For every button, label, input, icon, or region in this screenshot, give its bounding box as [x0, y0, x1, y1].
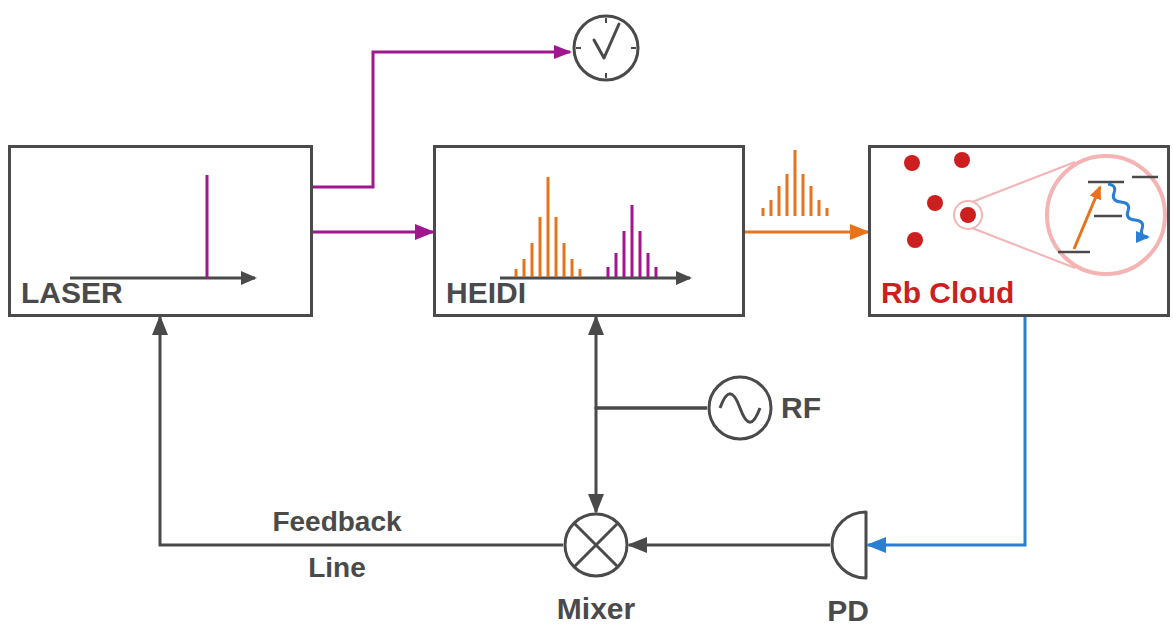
comb-line — [826, 208, 829, 216]
energy-levels — [1058, 177, 1158, 252]
excitation-arrow — [1074, 187, 1100, 249]
atom-cloud — [904, 152, 976, 248]
sideband-comb — [516, 177, 580, 277]
comb-line — [547, 177, 550, 277]
connector — [629, 544, 830, 547]
drawing-part — [565, 514, 627, 576]
comb-line — [639, 231, 642, 277]
rf-source: RF — [707, 375, 837, 441]
connector — [868, 317, 1025, 545]
node-label: LASER — [21, 276, 123, 311]
connector — [596, 408, 707, 512]
comb-line — [818, 200, 821, 216]
drawing-part — [720, 394, 760, 423]
comb-line — [786, 174, 789, 216]
comb-line — [655, 267, 658, 277]
drawing-part — [574, 523, 618, 567]
comb-line — [615, 253, 618, 277]
drawing-part — [1088, 181, 1124, 184]
drawing-part — [1094, 215, 1122, 218]
comb-line — [810, 186, 813, 216]
photodiode: PD — [808, 510, 888, 628]
atom-cloud-box: Rb Cloud — [868, 145, 1170, 317]
sideband-comb — [763, 150, 827, 216]
comb-line — [555, 217, 558, 277]
comb-line — [794, 150, 797, 216]
emission-wave — [1108, 184, 1148, 237]
edge-label: Feedback Line — [262, 499, 412, 591]
comb-line — [802, 174, 805, 216]
node-label: HEIDI — [446, 276, 526, 311]
connector — [596, 317, 707, 408]
comb-line — [571, 259, 574, 277]
node-label: Rb Cloud — [881, 276, 1014, 311]
drawing-part — [574, 16, 638, 80]
drawing-part — [1132, 176, 1158, 179]
comb-line — [531, 243, 534, 277]
mixer: Mixer — [546, 512, 646, 630]
carrier-comb — [608, 205, 656, 277]
zoom-inset — [1047, 156, 1165, 274]
comb-line — [770, 200, 773, 216]
comb-line — [623, 231, 626, 277]
mixer-symbol — [563, 512, 629, 578]
drawing-part — [954, 152, 970, 168]
node-label: RF — [781, 391, 821, 426]
comb-line — [563, 243, 566, 277]
drawing-part — [904, 155, 920, 171]
comb-line — [762, 208, 765, 216]
drawing-part — [1058, 251, 1090, 254]
comb-line — [523, 259, 526, 277]
connector — [313, 231, 433, 234]
comb-line — [539, 217, 542, 277]
modulator-box: HEIDI — [433, 145, 745, 317]
drawing-part — [709, 377, 771, 439]
drawing-part — [576, 18, 636, 78]
connector — [745, 231, 868, 234]
heidi-axis — [500, 277, 690, 280]
drawing-part — [907, 232, 923, 248]
drawing-part — [960, 207, 976, 223]
clock-wire — [313, 52, 570, 187]
atom-highlight — [954, 201, 982, 229]
comb-line — [607, 267, 610, 277]
laser-box: LASER — [8, 145, 313, 317]
drawing-part — [594, 24, 619, 58]
photodiode-symbol — [830, 510, 868, 580]
rf-symbol — [707, 375, 773, 441]
comb-line — [579, 269, 582, 277]
node-label: PD — [827, 594, 869, 629]
comb-line — [778, 186, 781, 216]
comb-line — [647, 253, 650, 277]
drawing-part — [927, 195, 943, 211]
drawing-part — [832, 512, 866, 578]
node-label: Mixer — [557, 592, 635, 627]
comb-line — [631, 205, 634, 277]
laser-line — [206, 175, 209, 278]
clock-icon — [574, 16, 638, 80]
